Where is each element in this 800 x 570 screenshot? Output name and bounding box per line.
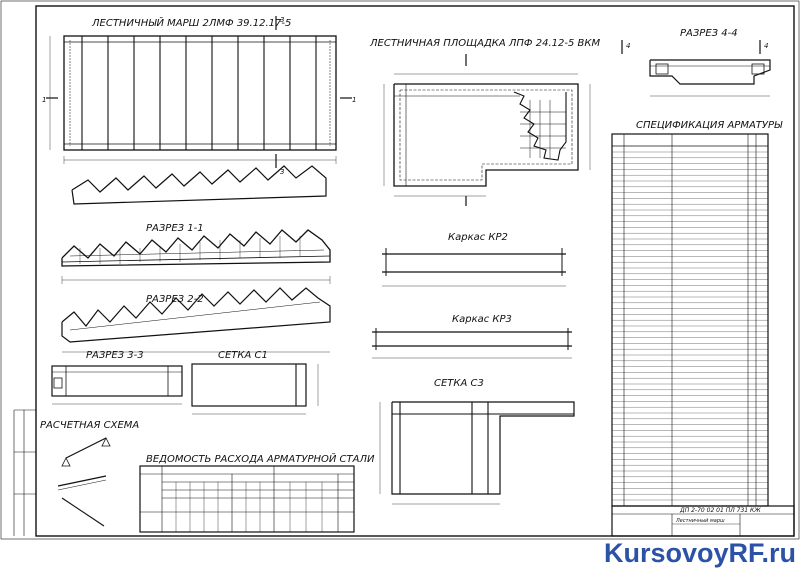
title-setka-c1: СЕТКА С1 (218, 350, 268, 361)
title-raschetnaya: РАСЧЕТНАЯ СХЕМА (40, 420, 139, 431)
razrez-2-2-drawing (61, 287, 331, 353)
title-ploshadka: ЛЕСТНИЧНАЯ ПЛОЩАДКА ЛПФ 24.12-5 ВКМ (369, 38, 600, 49)
stamp-sheet-text: Лестничный марш (675, 518, 725, 524)
title-razrez-4-4: РАЗРЕЗ 4-4 (680, 28, 738, 39)
title-razrez-3-3: РАЗРЕЗ 3-3 (86, 350, 144, 361)
spec-table-rows (612, 151, 768, 506)
mark-3-bottom: 3 (280, 168, 284, 176)
marsh-plan (46, 16, 352, 168)
karkas-kr2-drawing (382, 248, 566, 287)
karkas-kr3-drawing (372, 328, 572, 359)
raschetnaya-drawing (57, 437, 111, 527)
title-block (611, 505, 795, 537)
marsh-elevation (71, 165, 327, 205)
mark-1-right: 1 (352, 96, 356, 104)
razrez-4-4-drawing (621, 40, 771, 97)
sheet-frame (0, 0, 800, 540)
razrez-3-3-drawing (51, 365, 183, 405)
title-karkas-kr2: Каркас КР2 (448, 232, 508, 243)
title-karkas-kr3: Каркас КР3 (452, 314, 512, 325)
title-vedomost: ВЕДОМОСТЬ РАСХОДА АРМАТУРНОЙ СТАЛИ (146, 452, 375, 465)
mark-4-left: 4 (626, 42, 630, 50)
title-marsh: ЛЕСТНИЧНЫЙ МАРШ 2ЛМФ 39.12.17-5 (91, 16, 291, 29)
setka-c1-drawing (191, 363, 319, 415)
title-setka-c3: СЕТКА С3 (434, 378, 484, 389)
ploshadka-plan (383, 54, 591, 206)
vedomost-table (139, 465, 355, 533)
razrez-1-1-drawing (61, 229, 331, 284)
mark-1-left: 1 (42, 96, 46, 104)
title-spec: СПЕЦИФИКАЦИЯ АРМАТУРЫ (636, 120, 783, 131)
mark-4-right: 4 (764, 42, 768, 50)
spec-table (611, 133, 769, 507)
setka-c3-drawing (379, 401, 575, 505)
stamp-code: ДП 2-70 02 01 ПЛ 731 КЖ (679, 507, 761, 514)
watermark-logo: KursovoyRF.ru (604, 538, 796, 568)
mark-3-top: 3 (280, 16, 284, 24)
title-razrez-1-1: РАЗРЕЗ 1-1 (146, 223, 204, 234)
